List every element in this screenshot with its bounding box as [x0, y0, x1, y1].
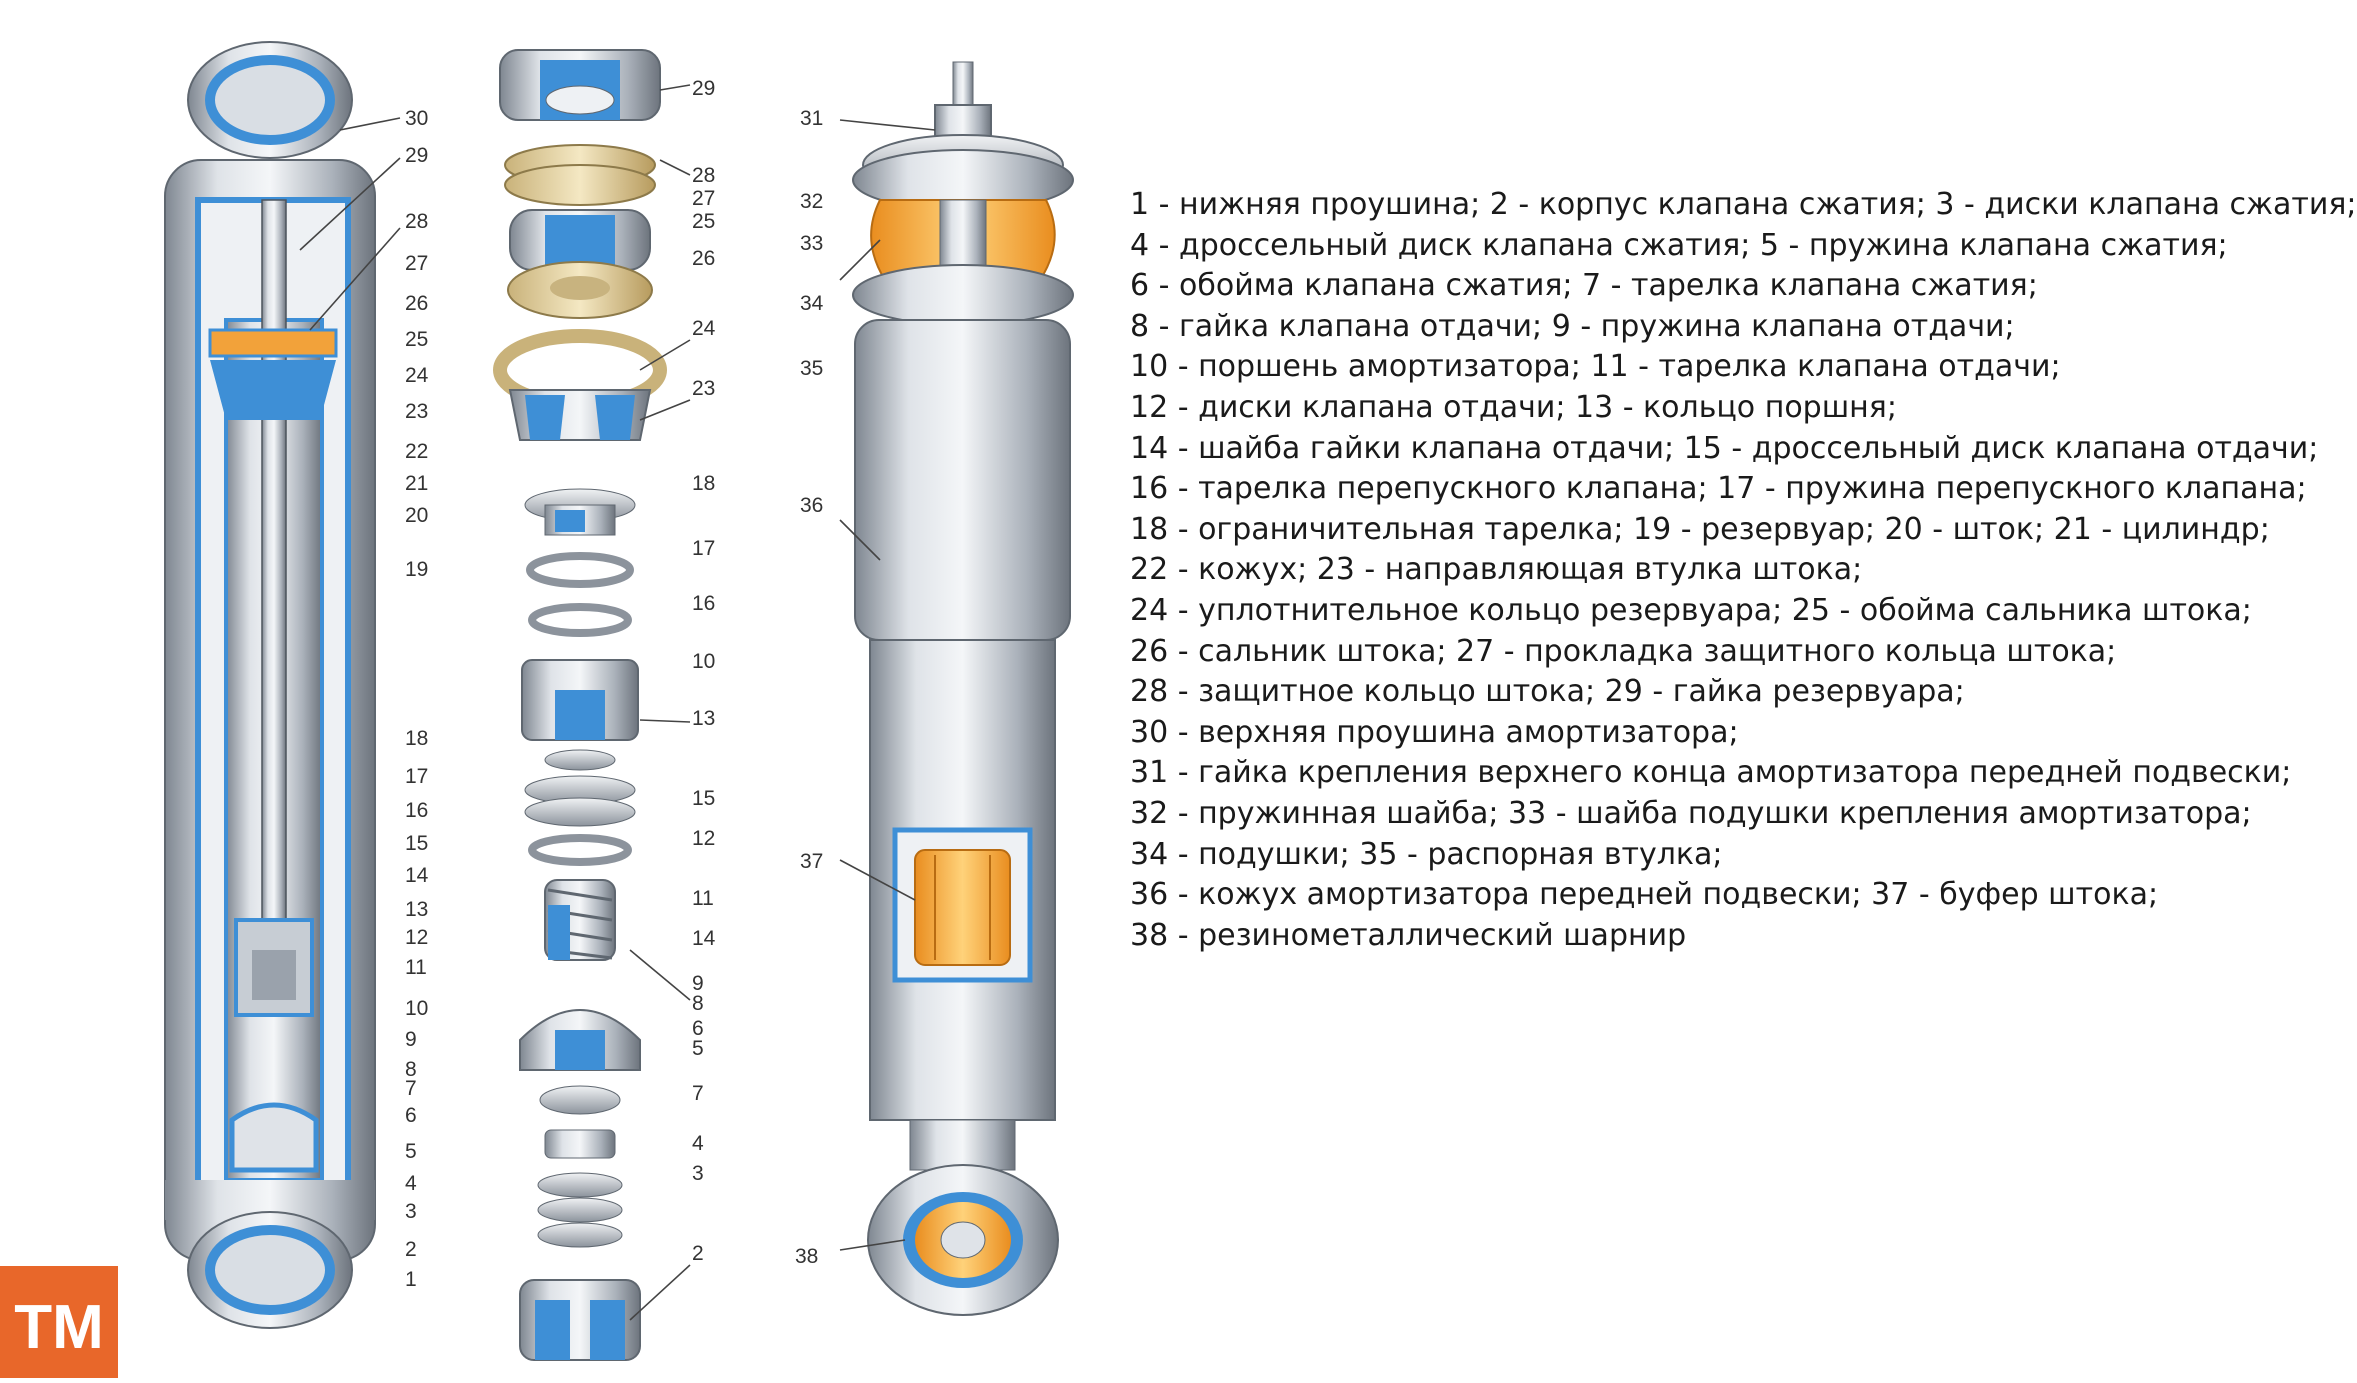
callout-number: 4	[405, 1172, 417, 1195]
left-absorber-drawing	[164, 41, 376, 1329]
callout-number: 24	[692, 317, 716, 340]
tm-logo: ТМ	[0, 1266, 118, 1378]
callout-number: 16	[405, 799, 428, 822]
callout-number: 11	[405, 956, 427, 979]
callout-number: 25	[405, 328, 428, 351]
legend-line: 10 - поршень амортизатора; 11 - тарелка …	[1130, 349, 2061, 385]
callout-number: 1	[405, 1268, 417, 1291]
callout-number: 12	[405, 926, 428, 949]
legend-line: 26 - сальник штока; 27 - прокладка защит…	[1130, 633, 2117, 669]
callout-number: 30	[405, 107, 428, 130]
legend-line: 8 - гайка клапана отдачи; 9 - пружина кл…	[1130, 308, 2015, 344]
callout-number: 32	[800, 190, 823, 213]
callout-number: 38	[795, 1245, 818, 1268]
callout-number: 28	[405, 210, 428, 233]
legend-line: 32 - пружинная шайба; 33 - шайба подушки…	[1130, 795, 2252, 831]
callout-number: 5	[692, 1037, 704, 1060]
callout-number: 15	[692, 787, 715, 810]
callout-number: 8	[405, 1058, 417, 1081]
right-absorber-drawing	[852, 61, 1074, 1316]
legend-line: 34 - подушки; 35 - распорная втулка;	[1130, 836, 1723, 872]
legend-line: 28 - защитное кольцо штока; 29 - гайка р…	[1130, 674, 1965, 710]
svg-text:ТМ: ТМ	[14, 1293, 104, 1362]
callout-number: 10	[405, 997, 428, 1020]
legend-line: 4 - дроссельный диск клапана сжатия; 5 -…	[1130, 227, 2228, 263]
legend-line: 12 - диски клапана отдачи; 13 - кольцо п…	[1130, 389, 1897, 425]
callout-number: 28	[692, 164, 715, 187]
legend-line: 14 - шайба гайки клапана отдачи; 15 - др…	[1130, 430, 2319, 466]
callout-number: 3	[405, 1200, 417, 1223]
callout-number: 18	[405, 727, 428, 750]
callout-number: 14	[692, 927, 716, 950]
callout-number: 37	[800, 850, 823, 873]
callout-number: 6	[405, 1104, 417, 1127]
callout-number: 14	[405, 864, 429, 887]
callout-number: 2	[405, 1238, 417, 1261]
callout-number: 27	[405, 252, 428, 275]
callout-number: 19	[405, 558, 428, 581]
callout-number: 6	[692, 1017, 704, 1040]
callout-number: 29	[692, 77, 715, 100]
parts-legend: 1 - нижняя проушина; 2 - корпус клапана …	[1130, 185, 2357, 956]
callout-number: 9	[405, 1028, 417, 1051]
legend-line: 38 - резинометаллический шарнир	[1130, 917, 1687, 953]
callout-number: 16	[692, 592, 715, 615]
callout-number: 13	[692, 707, 715, 730]
shock-absorber-illustration: 3029282726252423222120191817161514131211…	[164, 41, 1074, 1361]
callout-number: 5	[405, 1140, 417, 1163]
callout-number: 9	[692, 972, 704, 995]
legend-line: 31 - гайка крепления верхнего конца амор…	[1130, 755, 2292, 791]
callout-number: 21	[405, 472, 428, 495]
callout-number: 22	[405, 440, 428, 463]
callout-number: 34	[800, 292, 824, 315]
legend-line: 36 - кожух амортизатора передней подвеск…	[1130, 877, 2159, 913]
legend-line: 24 - уплотнительное кольцо резервуара; 2…	[1130, 592, 2252, 628]
callout-number: 11	[692, 887, 714, 910]
callout-number: 26	[692, 247, 715, 270]
legend-line: 22 - кожух; 23 - направляющая втулка што…	[1130, 552, 1863, 588]
callout-number: 8	[692, 992, 704, 1015]
legend-line: 16 - тарелка перепускного клапана; 17 - …	[1130, 471, 2307, 507]
callout-number: 2	[692, 1242, 704, 1265]
middle-exploded-parts	[493, 49, 667, 1361]
callout-number: 26	[405, 292, 428, 315]
callout-number: 25	[692, 210, 715, 233]
callouts-right: 31 32 33 34 35 36 37 38	[795, 107, 824, 1268]
callout-number: 17	[692, 537, 715, 560]
callout-number: 12	[692, 827, 715, 850]
legend-line: 30 - верхняя проушина амортизатора;	[1130, 714, 1739, 750]
callout-number: 31	[800, 107, 823, 130]
callout-number: 23	[405, 400, 428, 423]
callout-number: 4	[692, 1132, 704, 1155]
leader-lines	[299, 84, 936, 1321]
callout-number: 20	[405, 504, 428, 527]
legend-line: 18 - ограничительная тарелка; 19 - резер…	[1130, 511, 2270, 547]
callout-number: 7	[405, 1077, 417, 1100]
callout-number: 18	[692, 472, 715, 495]
callout-number: 35	[800, 357, 823, 380]
callout-number: 15	[405, 832, 428, 855]
callout-number: 13	[405, 898, 428, 921]
callout-number: 7	[692, 1082, 704, 1105]
callout-number: 33	[800, 232, 823, 255]
tm-logo-icon: ТМ	[0, 1266, 118, 1378]
callout-number: 10	[692, 650, 715, 673]
callout-number: 24	[405, 364, 429, 387]
callout-number: 36	[800, 494, 823, 517]
callout-number: 17	[405, 765, 428, 788]
callouts-left: 3029282726252423222120191817161514131211…	[405, 107, 429, 1291]
callout-number: 3	[692, 1162, 704, 1185]
callout-number: 29	[405, 144, 428, 167]
legend-line: 6 - обойма клапана сжатия; 7 - тарелка к…	[1130, 268, 2038, 304]
callout-number: 23	[692, 377, 715, 400]
legend-line: 1 - нижняя проушина; 2 - корпус клапана …	[1130, 187, 2357, 222]
callout-number: 27	[692, 187, 715, 210]
